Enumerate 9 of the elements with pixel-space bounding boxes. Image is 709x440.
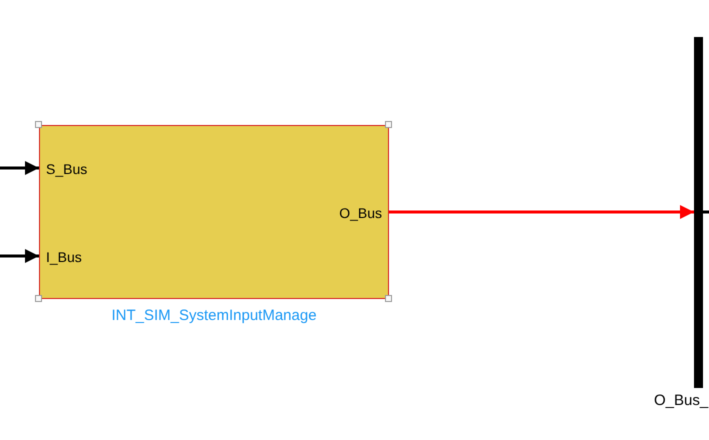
bus-name: O_Bus_ (654, 393, 708, 409)
port-label: I_Bus (46, 249, 82, 265)
port-label: O_Bus (339, 205, 382, 221)
bus-line (703, 210, 709, 214)
bus-arrow (0, 249, 39, 263)
bus-arrow (0, 161, 39, 175)
bus-arrow (389, 205, 694, 219)
port-label: S_Bus (46, 161, 88, 177)
block-name: INT_SIM_SystemInputManage (110, 308, 318, 324)
